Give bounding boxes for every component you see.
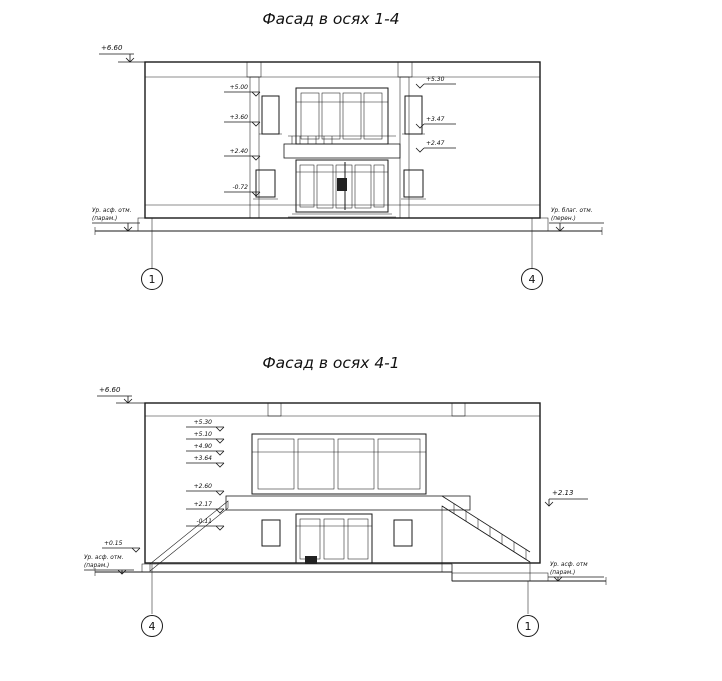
- elevation-value: +6.60: [101, 44, 123, 52]
- basement-vent: [305, 556, 317, 564]
- ground-note-left: Ур. асф. отм. (парам.): [92, 208, 140, 232]
- elevation-mark-top: +6.60: [97, 386, 146, 404]
- elevation-marks-left: +5.30 +5.10 +4.90 +3.64 +2.60 +2.17 -0.1…: [186, 419, 225, 531]
- elevation-mark-right: +2.13: [544, 489, 588, 507]
- window-upper-left: [259, 95, 282, 135]
- elevation-value: +0.15: [104, 540, 123, 547]
- axis-number: 4: [529, 273, 536, 286]
- axis-number: 1: [149, 273, 156, 286]
- elevation-value: +3.60: [230, 114, 249, 121]
- ground-label: (парам.): [550, 570, 575, 576]
- ground-label: (парам.): [92, 216, 117, 222]
- elevation-mark-plinth: +0.15: [102, 540, 141, 553]
- elevation-value: -0.72: [232, 184, 248, 191]
- elevation-mark-top: +6.60: [99, 44, 146, 63]
- drawing-title: Фасад в осях 1-4: [262, 10, 399, 28]
- elevation-value: +5.00: [230, 84, 249, 91]
- parapet-block: [246, 61, 262, 78]
- window-lower-left: [261, 519, 281, 547]
- elevation-marks-right: +5.30 +3.47 +2.47: [415, 76, 456, 153]
- elevation-value: -0.11: [196, 518, 212, 525]
- axis-circle: [141, 615, 163, 637]
- axis-4: 4: [521, 218, 543, 290]
- window-upper-band: [251, 433, 427, 495]
- ground-note-left: Ур. асф. отм. (парам.): [84, 555, 134, 575]
- ground-label: (перен.): [551, 216, 576, 222]
- parapet-block: [267, 402, 282, 417]
- facade-drawing-4-1: Фасад в осях 4-1 +6.60: [84, 354, 607, 637]
- window-upper-right: [402, 95, 425, 135]
- ground-label: Ур. асф. отм.: [84, 555, 124, 561]
- entrance-canopy: [283, 135, 401, 159]
- ground-label: Ур. благ. отм.: [551, 208, 593, 214]
- ramp-right: [441, 495, 531, 582]
- entrance-platform: [225, 495, 471, 511]
- window-lower-right: [393, 519, 413, 547]
- parapet-block: [397, 61, 413, 78]
- elevation-value: +3.47: [426, 116, 445, 123]
- elevation-value: +2.47: [426, 140, 445, 147]
- building-wall: [144, 61, 541, 219]
- elevation-value: +2.60: [194, 483, 213, 490]
- facade-drawing-1-4: Фасад в осях 1-4 +6.60: [92, 10, 604, 290]
- entrance-doors: [295, 513, 373, 564]
- ground-note-right: Ур. благ. отм. (перен.): [549, 208, 604, 232]
- ground-label: (парам.): [84, 563, 109, 569]
- ground-note-right: Ур. асф. отм (парам.): [548, 562, 604, 582]
- elevation-value: +2.17: [194, 501, 213, 508]
- window-upper-central: [295, 87, 389, 145]
- axis-1: 1: [517, 581, 539, 637]
- axis-circle: [517, 615, 539, 637]
- window-lower-left: [253, 169, 278, 200]
- ground-label: Ур. асф. отм.: [92, 208, 132, 214]
- ground-label: Ур. асф. отм: [550, 562, 588, 568]
- axis-number: 1: [525, 620, 532, 633]
- elevation-value: +5.10: [194, 431, 213, 438]
- parapet-block: [451, 402, 466, 417]
- pavement-band: [94, 563, 607, 585]
- railing-posts: [453, 503, 527, 560]
- axis-circle: [141, 268, 163, 290]
- elevation-value: +5.30: [194, 419, 213, 426]
- elevation-value: +2.40: [230, 148, 249, 155]
- elevation-value: +5.30: [426, 76, 445, 83]
- elevation-value: +6.60: [99, 386, 121, 394]
- elevation-value: +3.64: [194, 455, 213, 462]
- entrance-doors: [288, 159, 396, 218]
- axis-4: 4: [141, 564, 163, 637]
- door-handle-panel: [337, 178, 347, 191]
- elevation-marks-left: +5.00 +3.60 +2.40 -0.72: [224, 84, 261, 197]
- ramp-left: [149, 500, 229, 572]
- elevation-value: +4.90: [194, 443, 213, 450]
- pavement-band: [94, 217, 603, 235]
- axis-1: 1: [141, 218, 163, 290]
- drawing-title: Фасад в осях 4-1: [262, 354, 399, 372]
- axis-circle: [521, 268, 543, 290]
- entrance-steps: [288, 213, 396, 218]
- window-lower-right: [401, 169, 426, 200]
- axis-number: 4: [149, 620, 156, 633]
- elevation-value: +2.13: [552, 489, 573, 497]
